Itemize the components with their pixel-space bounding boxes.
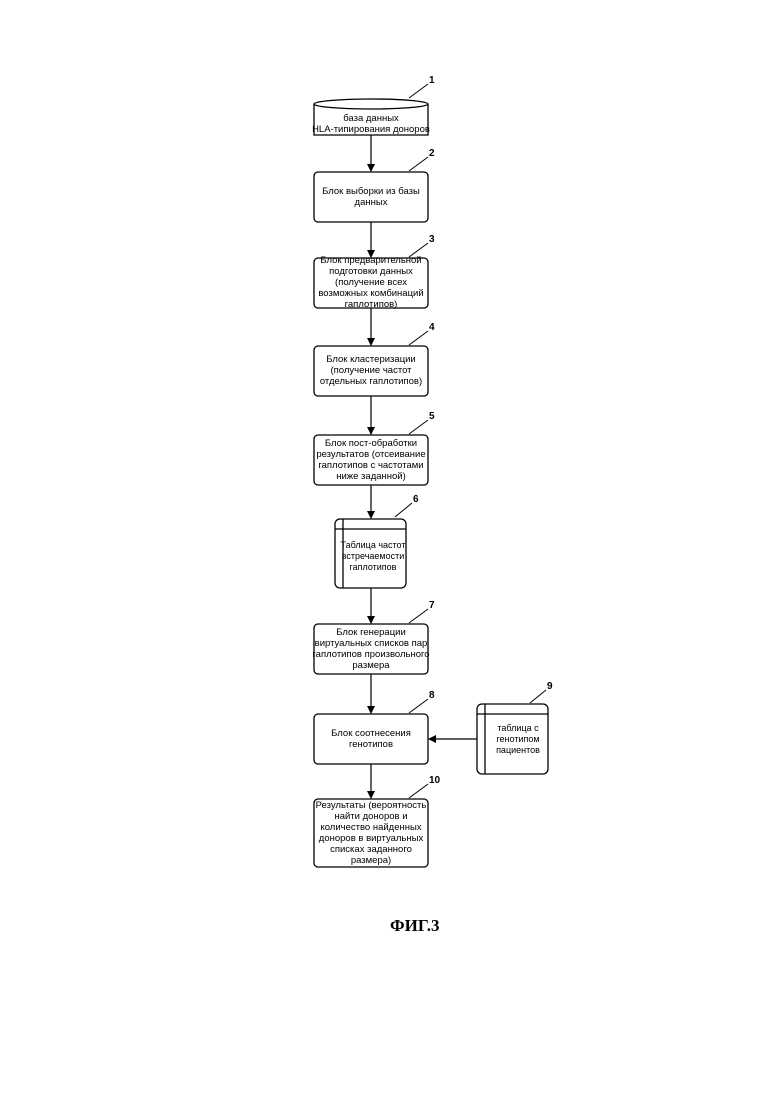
block-2-label: Блок выборки из базы данных: [314, 186, 428, 208]
block-10-label: Результаты (вероятность найти доноров и …: [312, 800, 430, 866]
ref-number-9: 9: [547, 681, 553, 692]
ref-number-5: 5: [429, 411, 435, 422]
block-4-label: Блок кластеризации (получение частот отд…: [314, 354, 428, 387]
ref-number-4: 4: [429, 322, 435, 333]
block-3-label: Блок предварительной подготовки данных (…: [312, 255, 430, 310]
block-7-label: Блок генерации виртуальных списков пар г…: [312, 627, 430, 671]
block-8-label: Блок соотнесения генотипов: [314, 728, 428, 750]
figure-caption: ФИГ.3: [390, 916, 439, 936]
ref-number-8: 8: [429, 690, 435, 701]
ref-number-7: 7: [429, 600, 435, 611]
ref-number-6: 6: [413, 494, 419, 505]
block-5-label: Блок пост-обработки результатов (отсеива…: [312, 438, 430, 482]
block-9-label: таблица с генотипом пациентов: [482, 723, 554, 756]
ref-number-3: 3: [429, 234, 435, 245]
ref-number-10: 10: [429, 775, 440, 786]
ref-number-1: 1: [429, 75, 435, 86]
block-6-label: Таблица частот встречаемости гаплотипов: [337, 540, 409, 573]
ref-number-2: 2: [429, 148, 435, 159]
block-1-label: база данных HLA-типирования доноров: [312, 113, 430, 135]
